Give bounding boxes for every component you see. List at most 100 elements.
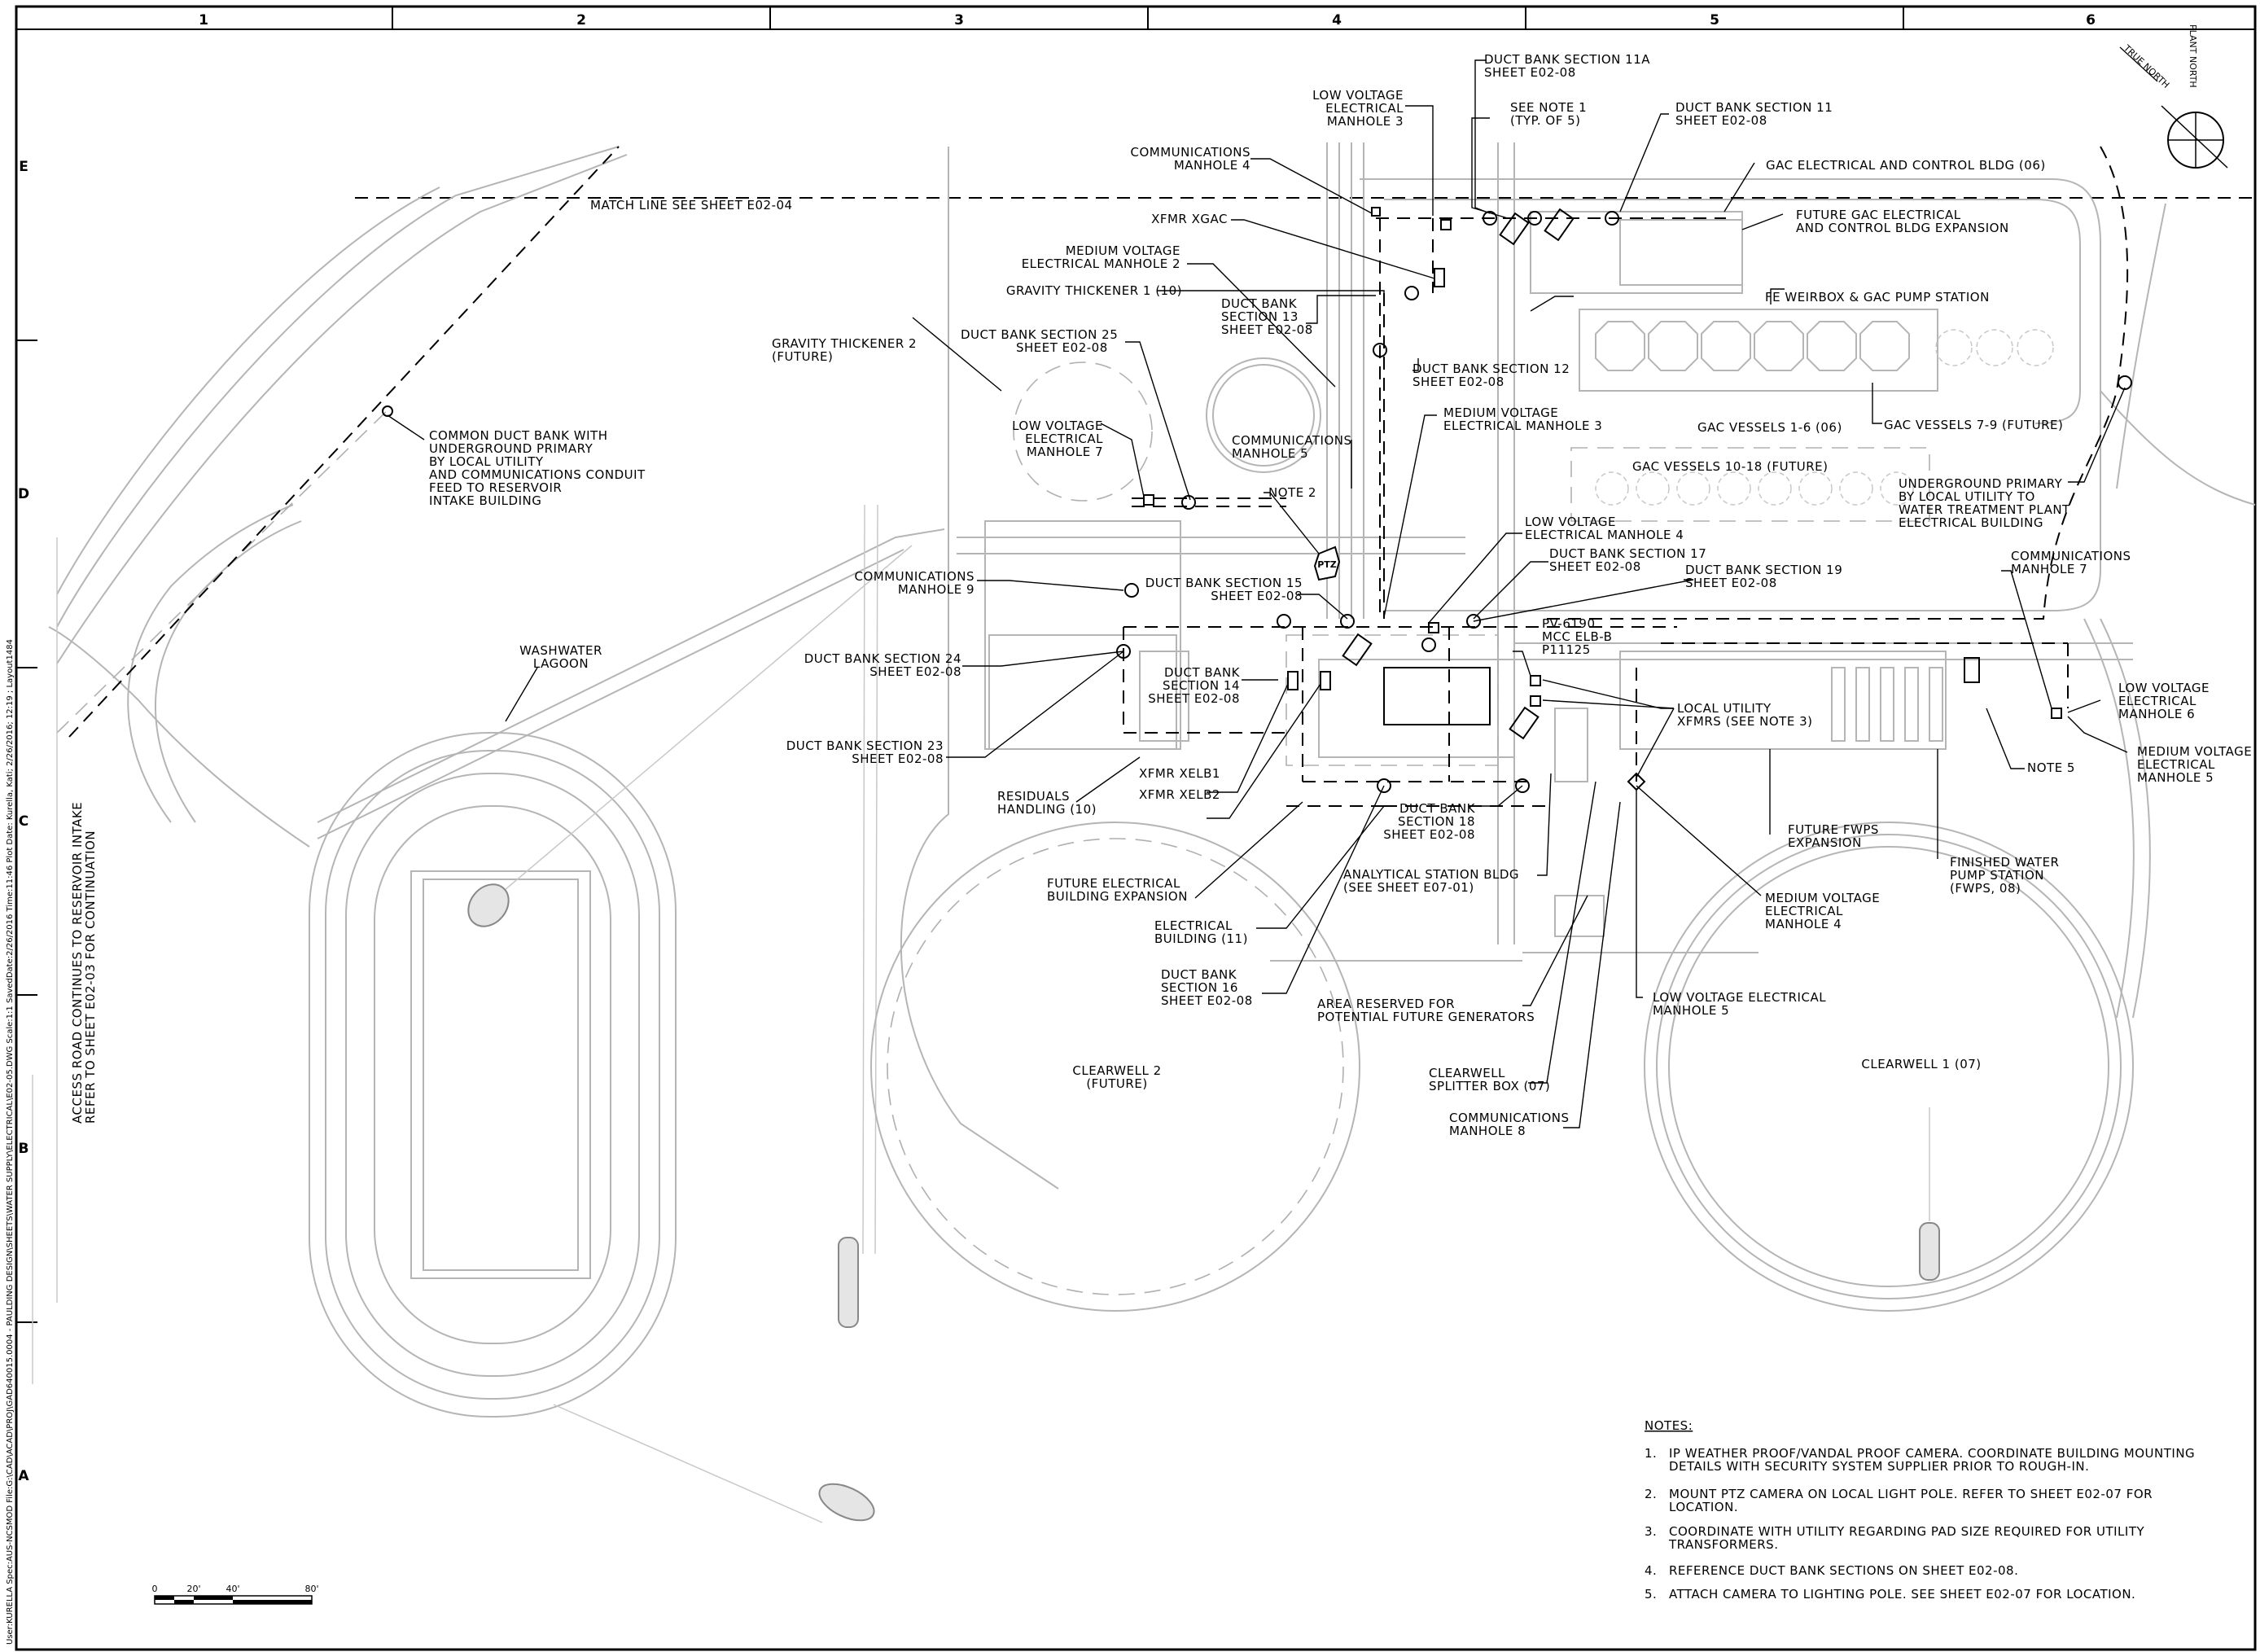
note-1: 1.IP WEATHER PROOF/VANDAL PROOF CAMERA. …	[1645, 1446, 2195, 1474]
grid-row-d: D	[18, 486, 29, 502]
manhole-icon	[382, 405, 393, 417]
plant-north-label: PLANT NORTH	[2188, 24, 2198, 88]
scale-tick-0: 0	[152, 1584, 158, 1594]
manhole-icon	[1143, 494, 1154, 506]
duct-bank-routes	[68, 146, 2129, 807]
scale-tick-80: 80'	[304, 1584, 318, 1594]
manhole-icon	[1340, 614, 1355, 629]
label-clearwell-2: CLEARWELL 2(FUTURE)	[1072, 1063, 1161, 1091]
label-clearwell-1: CLEARWELL 1 (07)	[1861, 1057, 1981, 1071]
label-note-5: NOTE 5	[2027, 760, 2075, 775]
manhole-icon	[1527, 211, 1542, 226]
camera-icon	[1499, 212, 1530, 246]
grid-row-c: C	[19, 813, 28, 830]
camera-icon	[1509, 706, 1540, 740]
manhole-icon	[1440, 219, 1452, 230]
manhole-icon	[1277, 614, 1291, 629]
ptz-label: PTZ	[1317, 559, 1337, 570]
label-gravity-thickener-1: GRAVITY THICKENER 1 (10)	[1006, 283, 1182, 298]
manhole-icon	[1515, 778, 1530, 793]
ptz-camera-icon: PTZ	[1313, 546, 1341, 581]
note-2: 2.MOUNT PTZ CAMERA ON LOCAL LIGHT POLE. …	[1645, 1487, 2153, 1514]
label-gac-vessels-7-9: GAC VESSELS 7-9 (FUTURE)	[1884, 418, 2063, 432]
note-4: 4.REFERENCE DUCT BANK SECTIONS ON SHEET …	[1645, 1563, 2018, 1578]
grid-column-labels: 1 2 3 4 5 6	[199, 12, 2096, 28]
match-line-label: MATCH LINE SEE SHEET E02-04	[590, 198, 793, 213]
site-background	[32, 142, 2256, 1523]
camera-icon	[1964, 657, 1980, 683]
grid-row-b: B	[19, 1141, 29, 1157]
notes-title: NOTES:	[1645, 1418, 1693, 1433]
notes-block: NOTES: 1.IP WEATHER PROOF/VANDAL PROOF C…	[1645, 1418, 2195, 1602]
manhole-icon	[1466, 614, 1481, 629]
camera-icon	[1342, 633, 1373, 667]
transformer-icon	[1434, 268, 1445, 287]
manhole-icon	[1404, 286, 1419, 300]
label-see-note-1: SEE NOTE 1(TYP. OF 5)	[1510, 100, 1587, 128]
transformer-icon	[1320, 671, 1331, 690]
manhole-icon	[1530, 695, 1541, 707]
scale-tick-20: 20'	[186, 1584, 200, 1594]
manhole-icon	[1530, 675, 1541, 686]
sheet-border	[15, 5, 2257, 1651]
grid-row-a: A	[18, 1468, 29, 1484]
label-gac-vessels-1-6: GAC VESSELS 1-6 (06)	[1697, 420, 1842, 435]
manhole-icon	[1181, 495, 1196, 510]
scale-bar: 0 20' 40' 80'	[152, 1584, 319, 1605]
label-xfmr-xelb1: XFMR XELB1	[1139, 766, 1220, 781]
grid-col-2: 2	[576, 12, 586, 28]
label-gac-bldg: GAC ELECTRICAL AND CONTROL BLDG (06)	[1766, 158, 2046, 173]
note-5: 5.ATTACH CAMERA TO LIGHTING POLE. SEE SH…	[1645, 1587, 2135, 1602]
label-fe-weirbox: FE WEIRBOX & GAC PUMP STATION	[1765, 290, 1990, 305]
manholes	[382, 207, 2132, 793]
manhole-icon	[1116, 644, 1131, 659]
true-north-label: TRUE NORTH	[2121, 42, 2171, 90]
grid-row-e: E	[19, 159, 28, 175]
label-note-2: NOTE 2	[1268, 485, 1316, 500]
manhole-icon	[1428, 622, 1439, 633]
label-xfmr-xgac: XFMR XGAC	[1151, 212, 1228, 226]
camera-icon	[1544, 208, 1575, 242]
label-access-road: ACCESS ROAD CONTINUES TO RESERVOIR INTAK…	[70, 802, 98, 1124]
grid-col-1: 1	[199, 12, 208, 28]
grid-row-labels: E D C B A	[18, 159, 29, 1484]
manhole-icon	[1421, 638, 1436, 652]
manhole-icon	[1373, 343, 1387, 357]
grid-col-3: 3	[954, 12, 964, 28]
label-gac-vessels-10-18: GAC VESSELS 10-18 (FUTURE)	[1632, 459, 1828, 474]
note-3: 3.COORDINATE WITH UTILITY REGARDING PAD …	[1645, 1524, 2145, 1552]
manhole-icon	[1371, 207, 1381, 217]
